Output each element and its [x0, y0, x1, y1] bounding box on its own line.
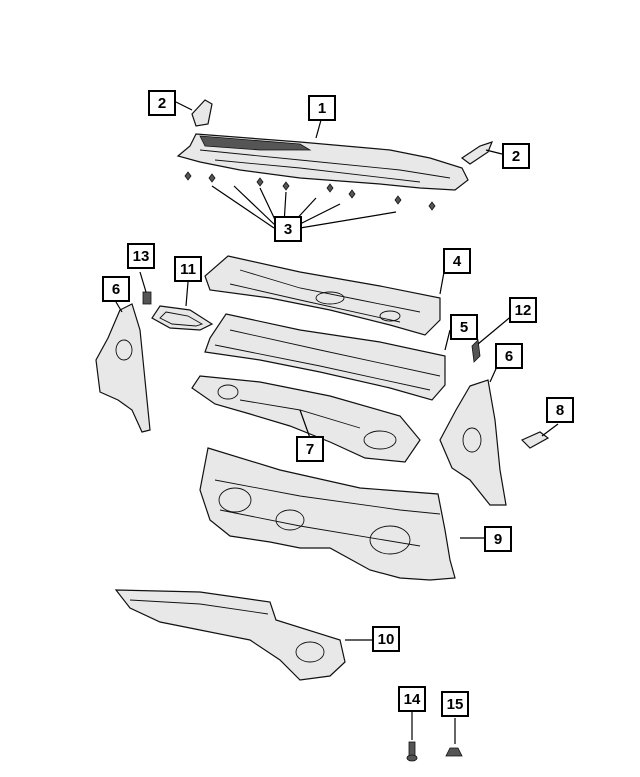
part-cowl-top-panel — [176, 133, 469, 191]
callout-12: 12 — [509, 297, 537, 323]
callout-11: 11 — [174, 256, 202, 282]
part-side-panel-right — [439, 379, 507, 506]
part-dash-silencer — [114, 589, 346, 681]
callout-6-right: 6 — [495, 343, 523, 369]
callout-10: 10 — [372, 626, 400, 652]
callout-7: 7 — [296, 436, 324, 462]
part-dash-panel — [199, 447, 456, 581]
callout-6-left: 6 — [102, 276, 130, 302]
callout-13: 13 — [127, 243, 155, 269]
part-nut-15 — [445, 747, 463, 757]
callout-1: 1 — [308, 95, 336, 121]
callout-5: 5 — [450, 314, 478, 340]
part-small-clip-13 — [142, 291, 152, 305]
part-seal-gasket — [151, 305, 214, 331]
part-bracket-12 — [471, 339, 481, 363]
part-cowl-panel-lower — [204, 313, 446, 401]
part-upper-cowl-panel — [204, 255, 441, 336]
callout-2-left: 2 — [148, 90, 176, 116]
part-cowl-end-cap-left — [191, 99, 213, 127]
part-bolt-14 — [406, 741, 418, 762]
callout-15: 15 — [441, 691, 469, 717]
part-side-panel-left — [95, 303, 151, 433]
callout-14: 14 — [398, 686, 426, 712]
callout-2-right: 2 — [502, 143, 530, 169]
callout-9: 9 — [484, 526, 512, 552]
part-clips — [184, 171, 436, 211]
part-cowl-end-cap-right — [460, 141, 494, 165]
callout-3: 3 — [274, 216, 302, 242]
leader-lines — [115, 101, 559, 744]
callout-8: 8 — [546, 397, 574, 423]
callout-4: 4 — [443, 248, 471, 274]
part-bracket-8 — [520, 431, 550, 449]
